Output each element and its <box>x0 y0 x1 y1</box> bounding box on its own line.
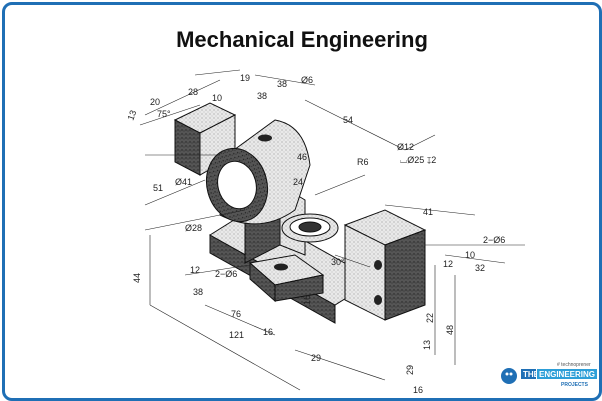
dim-20: 20 <box>150 97 160 107</box>
dim-16-b: 16 <box>263 327 273 337</box>
left-foot <box>248 254 325 303</box>
dim-38-b: 38 <box>277 79 287 89</box>
dim-r6: R6 <box>357 157 369 167</box>
dim-19: 19 <box>240 73 250 83</box>
dim-13-right: 13 <box>422 340 432 350</box>
dim-10-top: 10 <box>212 93 222 103</box>
engineering-projects-logo: # technoprener THE ENGINEERING PROJECTS <box>501 362 597 388</box>
dim-13: 13 <box>125 109 138 122</box>
dim-12-right: 12 <box>443 259 453 269</box>
svg-text:ENGINEERING: ENGINEERING <box>539 370 595 379</box>
dim-46: 46 <box>297 152 307 162</box>
dim-dia6: Ø6 <box>301 75 313 85</box>
svg-text:THE: THE <box>523 370 540 379</box>
dim-28: 28 <box>188 87 198 97</box>
dim-dia28: Ø28 <box>185 223 202 233</box>
dim-54: 54 <box>343 115 353 125</box>
robot-icon <box>501 368 517 384</box>
dim-29-b: 29 <box>405 365 415 375</box>
dim-22: 22 <box>425 313 435 323</box>
isometric-part-drawing: 13 20 75° 28 10 19 38 38 Ø6 54 Ø12 ⌴Ø25 … <box>125 69 525 395</box>
dim-48: 48 <box>445 325 455 335</box>
dim-16-a: 16 <box>302 295 312 305</box>
svg-text:# technoprener: # technoprener <box>557 362 591 368</box>
dim-76: 76 <box>231 309 241 319</box>
dim-121: 121 <box>229 330 244 340</box>
right-upright <box>343 209 427 321</box>
dim-41: 41 <box>423 207 433 217</box>
dim-dia12: Ø12 <box>397 142 414 152</box>
dim-counterbore: ⌴Ø25 ↧2 <box>400 155 436 165</box>
dim-75-deg: 75° <box>157 109 171 119</box>
dim-51: 51 <box>153 183 163 193</box>
dim-44: 44 <box>132 273 142 283</box>
dim-30-deg: 30° <box>331 257 345 267</box>
counterbored-boss <box>281 213 339 243</box>
main-cylinder <box>205 119 311 225</box>
dimension-lines <box>139 69 525 391</box>
dim-38-a: 38 <box>257 91 267 101</box>
dim-2-dia6-left: 2−Ø6 <box>215 269 237 279</box>
dim-38-c: 38 <box>193 287 203 297</box>
dim-32: 32 <box>475 263 485 273</box>
dim-24: 24 <box>293 177 303 187</box>
dim-10-right: 10 <box>465 250 475 260</box>
dim-dia41: Ø41 <box>175 177 192 187</box>
dimension-labels: 13 20 75° 28 10 19 38 38 Ø6 54 Ø12 ⌴Ø25 … <box>125 73 505 395</box>
page-title: Mechanical Engineering <box>176 27 428 52</box>
svg-text:PROJECTS: PROJECTS <box>561 382 589 388</box>
dim-2-dia6-right: 2−Ø6 <box>483 235 505 245</box>
dim-12-left: 12 <box>190 265 200 275</box>
dim-16-c: 16 <box>413 385 423 395</box>
dim-29-a: 29 <box>311 353 321 363</box>
